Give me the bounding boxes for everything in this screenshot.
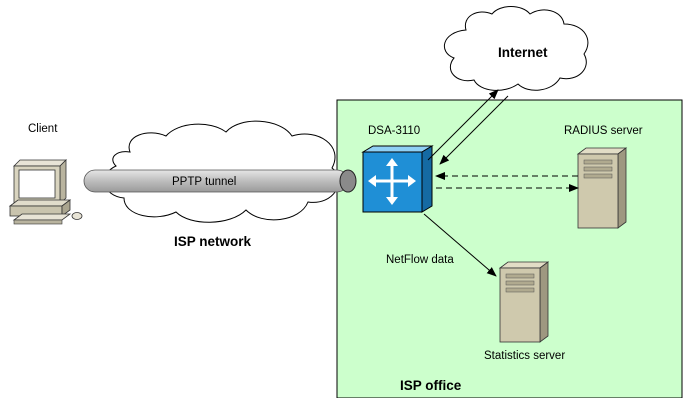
connector-router-to-statistics	[423, 213, 497, 277]
internet-cloud-icon	[443, 6, 589, 91]
connector-router-to-internet	[427, 89, 499, 161]
statistics-server-icon	[498, 261, 550, 343]
isp-network-label: ISP network	[174, 234, 252, 249]
pptp-label: PPTP tunnel	[172, 176, 236, 188]
router-icon	[361, 145, 434, 213]
stats-label: Statistics server	[484, 350, 565, 362]
internet-label: Internet	[498, 45, 548, 60]
client-computer-icon	[8, 159, 83, 225]
radius-server-icon	[576, 147, 628, 229]
pptp-tunnel-icon	[83, 169, 357, 193]
isp-office-label: ISP office	[400, 378, 462, 393]
radius-label: RADIUS server	[564, 125, 643, 137]
dsa-label: DSA-3110	[368, 125, 420, 137]
client-label: Client	[28, 123, 58, 135]
netflow-label: NetFlow data	[386, 254, 454, 266]
connector-internet-to-router	[439, 95, 509, 165]
